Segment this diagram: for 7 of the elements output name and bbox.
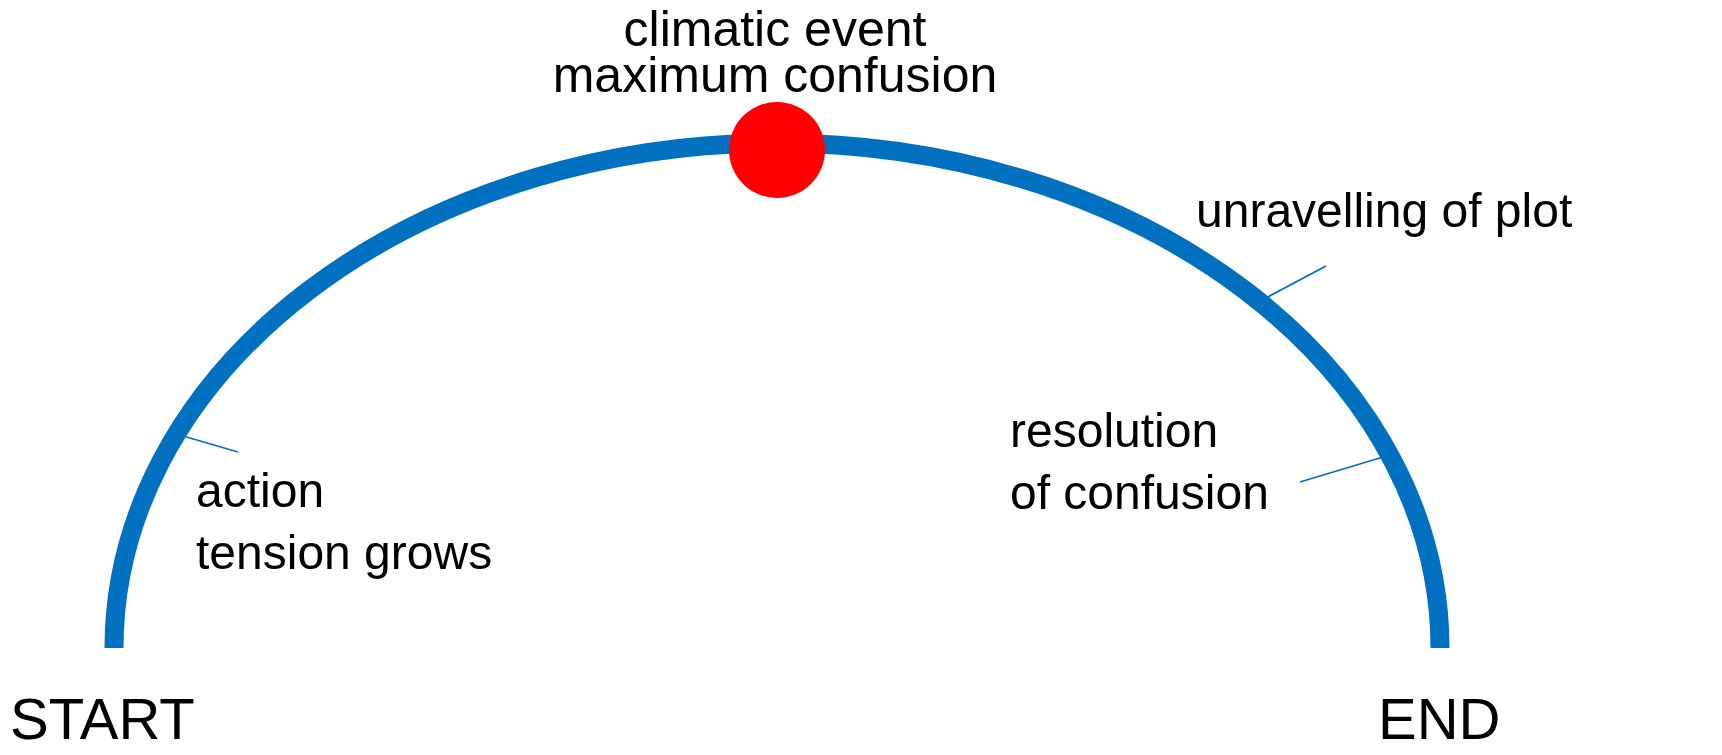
stage-label: resolution of confusion xyxy=(1010,400,1380,525)
leader-line xyxy=(1299,456,1384,483)
endpoint-label: START xyxy=(10,690,196,748)
leader-line xyxy=(182,435,239,453)
stage-label: unravelling of plot xyxy=(1196,180,1716,243)
endpoint-label: END xyxy=(1378,690,1502,748)
stage-label: action tension grows xyxy=(196,460,576,585)
